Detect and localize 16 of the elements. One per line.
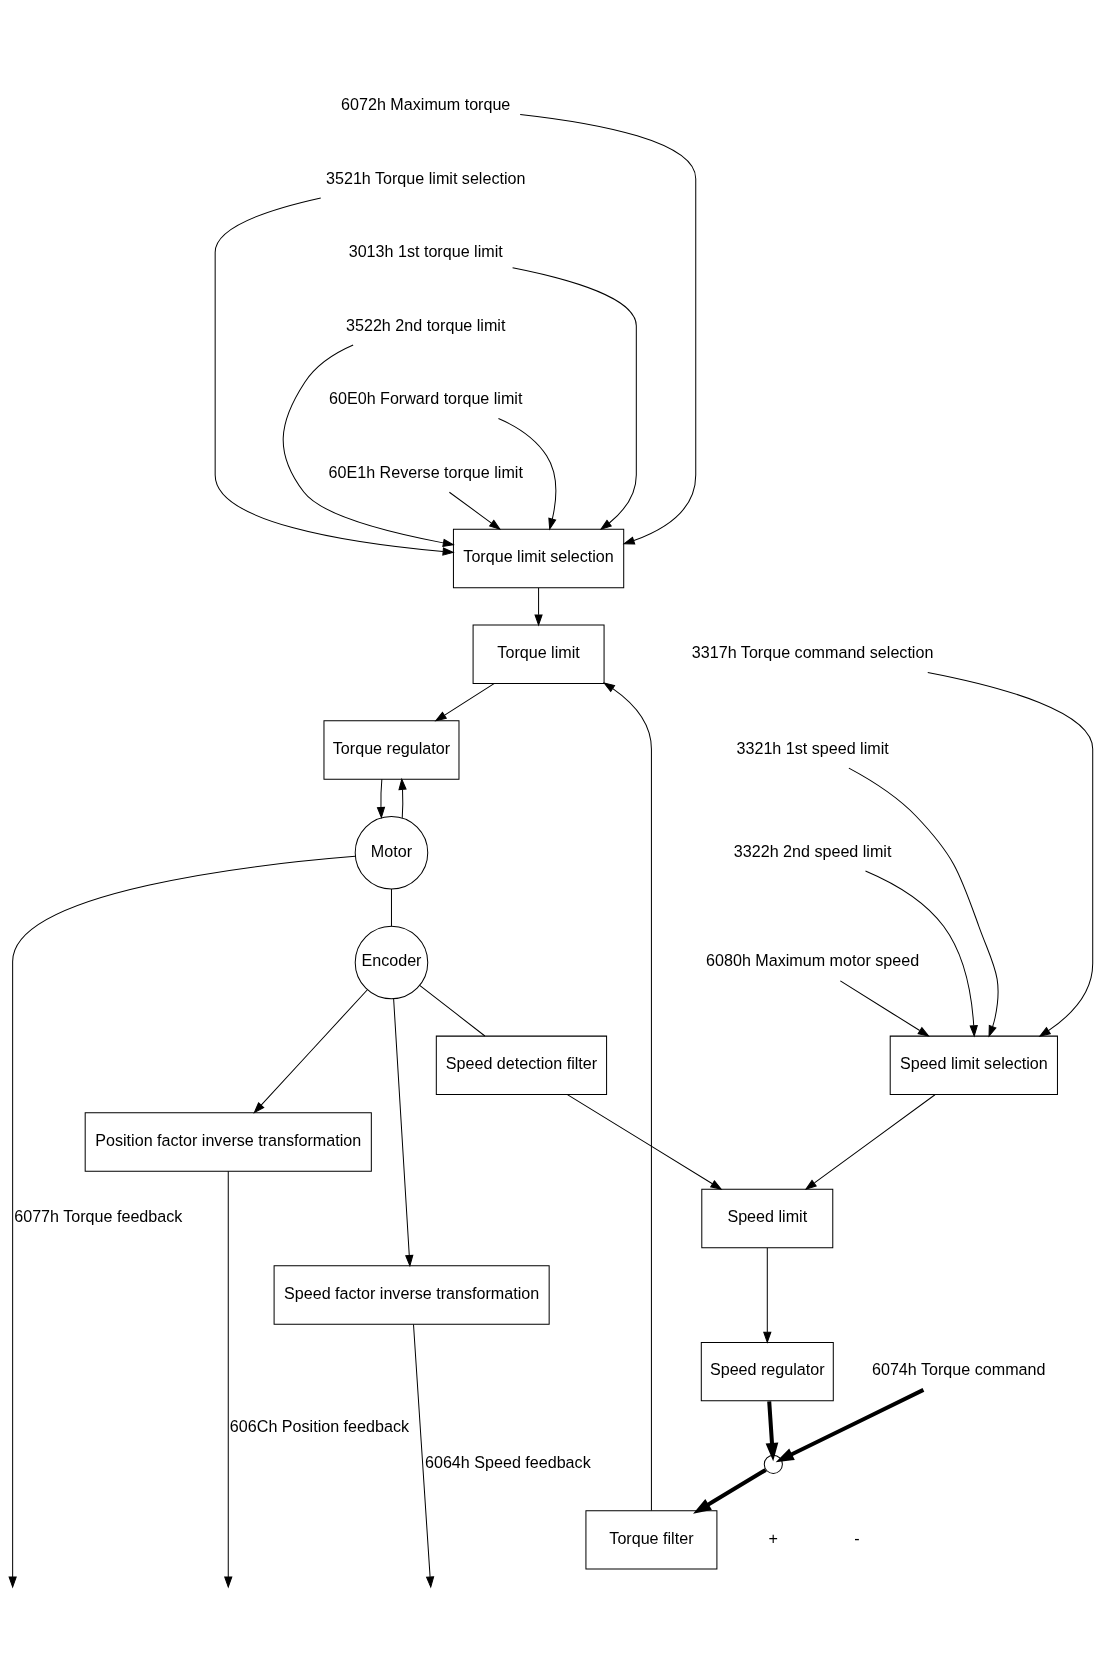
node-text: 60E0h Forward torque limit	[329, 388, 523, 407]
edge-label: 6064h Speed feedback	[424, 1452, 591, 1471]
node-text: 6080h Maximum motor speed	[706, 950, 920, 969]
edge-label: 606Ch Position feedback	[229, 1416, 409, 1435]
node-text: 60E1h Reverse torque limit	[328, 462, 523, 481]
node-text: 3521h Torque limit selection	[326, 168, 526, 187]
node-text: 3013h 1st torque limit	[348, 241, 503, 260]
label: -	[854, 1528, 860, 1547]
node-text: 3522h 2nd torque limit	[346, 315, 506, 334]
node-text: 6072h Maximum torque	[341, 94, 511, 113]
label: +	[768, 1528, 779, 1547]
node-text: 6074h Torque command	[871, 1359, 1046, 1378]
node-text: 3322h 2nd speed limit	[733, 841, 892, 860]
node-text: 3321h 1st speed limit	[736, 738, 889, 757]
edge-label: 6077h Torque feedback	[14, 1206, 183, 1225]
node-text: 3317h Torque command selection	[691, 642, 934, 661]
